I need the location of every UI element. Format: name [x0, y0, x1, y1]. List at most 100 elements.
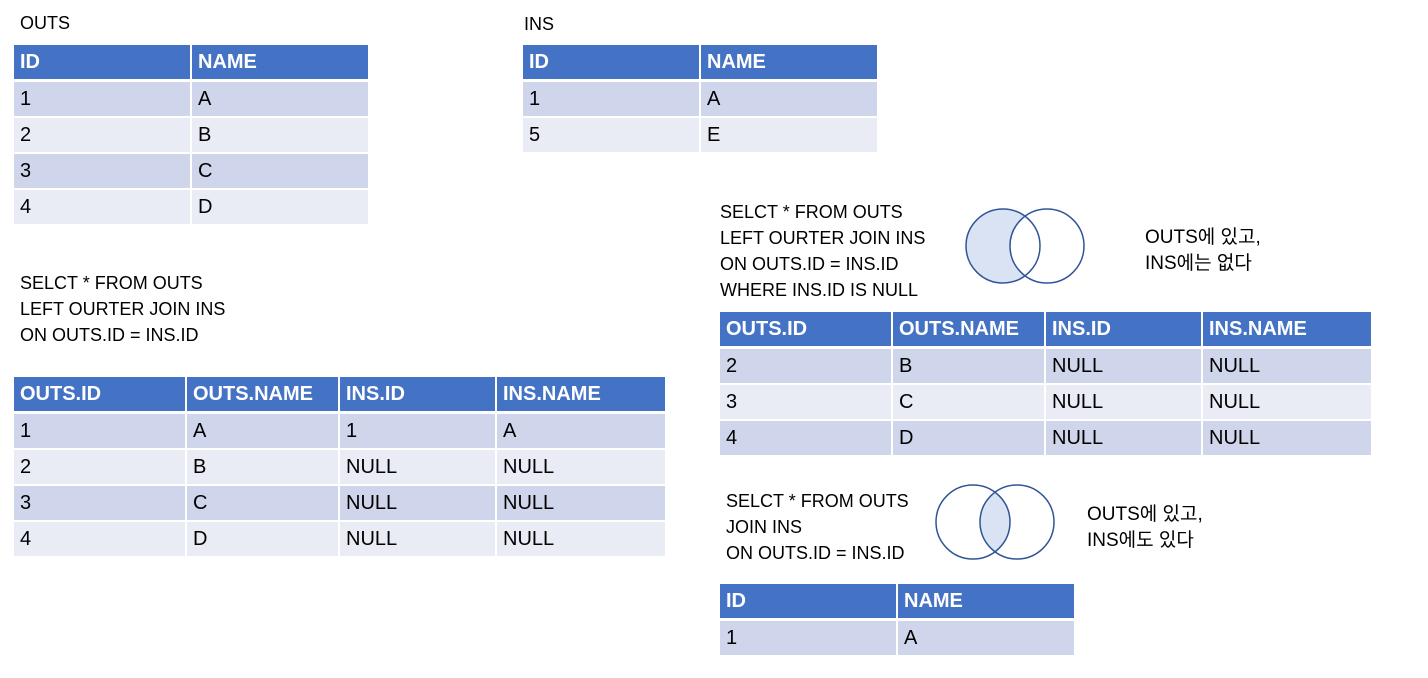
table-row: 2 B NULL NULL [720, 347, 1371, 385]
table-cell: D [892, 420, 1046, 455]
table-header-row: ID NAME [14, 45, 368, 82]
column-header: OUTS.ID [14, 377, 187, 414]
table-cell: 4 [14, 521, 187, 556]
table-cell: A [897, 619, 1074, 655]
table-cell: 5 [523, 117, 701, 152]
table-cell: NULL [496, 521, 665, 556]
table-row: 2 B NULL NULL [14, 449, 665, 486]
table-header-row: OUTS.ID OUTS.NAME INS.ID INS.NAME [14, 377, 665, 414]
outs-table: ID NAME 1 A 2 B 3 C 4 D [14, 45, 368, 224]
table-cell: 3 [14, 485, 187, 522]
venn-right-circle [1009, 208, 1085, 284]
table-cell: 1 [14, 80, 192, 118]
caption-line: OUTS에 있고, [1145, 227, 1261, 248]
outs-table-title: OUTS [20, 13, 71, 33]
table-row: 2 B [14, 117, 368, 154]
venn-inner-join-diagram [935, 484, 1055, 560]
table-cell: D [191, 189, 368, 224]
ins-table-title: INS [524, 14, 555, 34]
table-cell: NULL [339, 449, 497, 486]
inner-join-result-table: ID NAME 1 A [720, 584, 1074, 655]
sql-line: ON OUTS.ID = INS.ID [726, 543, 905, 563]
table-cell: 1 [720, 619, 898, 655]
table-row: 4 D NULL NULL [720, 420, 1371, 455]
table-cell: NULL [339, 521, 497, 556]
table-cell: B [892, 347, 1046, 385]
column-header: OUTS.NAME [186, 377, 340, 414]
column-header: ID [720, 584, 898, 621]
table-cell: 2 [14, 449, 187, 486]
table-cell: 1 [523, 80, 701, 118]
table-cell: NULL [339, 485, 497, 522]
table-row: 3 C NULL NULL [14, 485, 665, 522]
sql-line: JOIN INS [726, 517, 803, 537]
table-cell: A [700, 80, 877, 118]
table-row: 5 E [523, 117, 877, 152]
table-cell: E [700, 117, 877, 152]
inner-join-sql: SELCT * FROM OUTS JOIN INS ON OUTS.ID = … [726, 488, 909, 566]
table-cell: 2 [720, 347, 893, 385]
table-row: 1 A [14, 80, 368, 118]
table-header-row: ID NAME [720, 584, 1074, 621]
table-cell: B [191, 117, 368, 154]
table-cell: D [186, 521, 340, 556]
ins-table: ID NAME 1 A 5 E [523, 45, 877, 152]
sql-line: LEFT OURTER JOIN INS [20, 299, 226, 319]
table-cell: 1 [339, 412, 497, 450]
venn-left-circle [965, 208, 1041, 284]
table-cell: 1 [14, 412, 187, 450]
column-header: INS.NAME [496, 377, 665, 414]
table-cell: B [186, 449, 340, 486]
venn-intersection-fill [980, 485, 1010, 559]
table-cell: NULL [1202, 347, 1371, 385]
table-row: 1 A [523, 80, 877, 118]
table-cell: NULL [1045, 384, 1203, 421]
table-cell: 4 [720, 420, 893, 455]
venn-right-circle [979, 484, 1055, 560]
venn-left-only-diagram [965, 208, 1085, 284]
table-cell: A [186, 412, 340, 450]
table-cell: 3 [14, 153, 192, 190]
sql-line: SELCT * FROM OUTS [720, 202, 903, 222]
column-header: ID [14, 45, 192, 82]
sql-line: ON OUTS.ID = INS.ID [20, 325, 199, 345]
sql-line: LEFT OURTER JOIN INS [720, 228, 926, 248]
table-cell: C [186, 485, 340, 522]
venn-left-circle [935, 484, 1011, 560]
table-cell: NULL [1202, 384, 1371, 421]
caption-line: INS에는 없다 [1145, 253, 1252, 274]
table-cell: 2 [14, 117, 192, 154]
table-cell: NULL [1202, 420, 1371, 455]
column-header: INS.ID [1045, 312, 1203, 349]
left-only-sql: SELCT * FROM OUTS LEFT OURTER JOIN INS O… [720, 199, 925, 303]
table-cell: NULL [496, 449, 665, 486]
left-join-result-table: OUTS.ID OUTS.NAME INS.ID INS.NAME 1 A 1 … [14, 377, 665, 556]
table-row: 1 A [720, 619, 1074, 655]
table-row: 1 A 1 A [14, 412, 665, 450]
column-header: OUTS.NAME [892, 312, 1046, 349]
table-cell: NULL [1045, 420, 1203, 455]
column-header: INS.ID [339, 377, 497, 414]
sql-line: ON OUTS.ID = INS.ID [720, 254, 899, 274]
inner-join-caption: OUTS에 있고, INS에도 있다 [1087, 502, 1203, 554]
table-header-row: OUTS.ID OUTS.NAME INS.ID INS.NAME [720, 312, 1371, 349]
sql-line: SELCT * FROM OUTS [726, 491, 909, 511]
column-header: OUTS.ID [720, 312, 893, 349]
table-cell: 4 [14, 189, 192, 224]
column-header: NAME [700, 45, 877, 82]
table-row: 3 C NULL NULL [720, 384, 1371, 421]
table-row: 3 C [14, 153, 368, 190]
table-row: 4 D NULL NULL [14, 521, 665, 556]
venn-left-circle-fill [966, 209, 1040, 283]
table-cell: C [892, 384, 1046, 421]
column-header: ID [523, 45, 701, 82]
sql-line: SELCT * FROM OUTS [20, 273, 203, 293]
table-cell: C [191, 153, 368, 190]
column-header: NAME [191, 45, 368, 82]
left-only-result-table: OUTS.ID OUTS.NAME INS.ID INS.NAME 2 B NU… [720, 312, 1371, 455]
table-header-row: ID NAME [523, 45, 877, 82]
caption-line: INS에도 있다 [1087, 530, 1194, 551]
table-cell: A [191, 80, 368, 118]
table-row: 4 D [14, 189, 368, 224]
column-header: NAME [897, 584, 1074, 621]
